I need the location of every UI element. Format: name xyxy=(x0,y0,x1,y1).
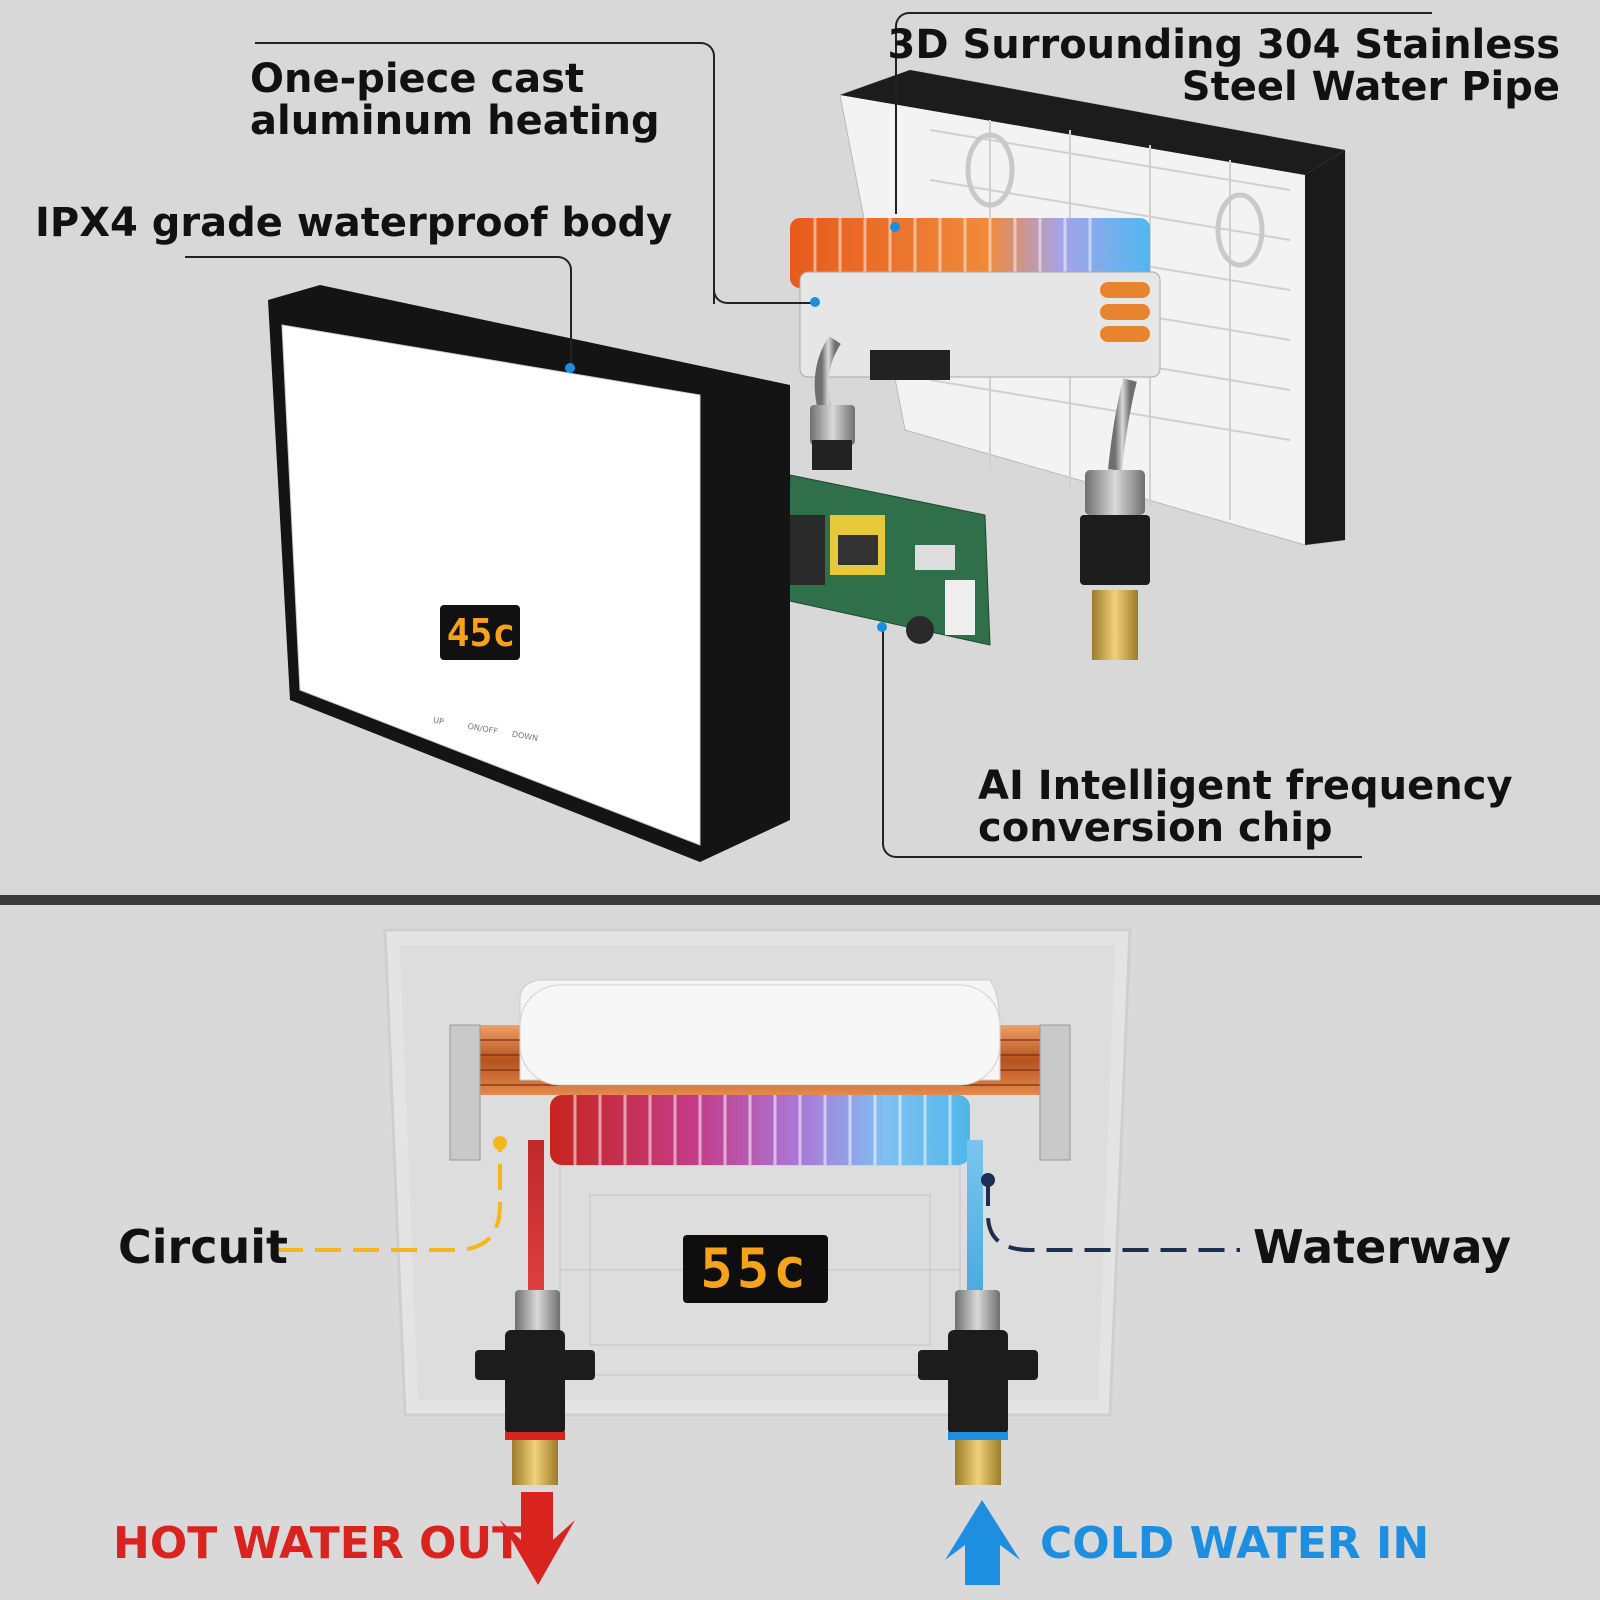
power-button[interactable]: ON/OFF xyxy=(466,721,499,736)
waterway-callout-line xyxy=(986,1180,1240,1252)
stainless-pipe-label-line1: 3D Surrounding 304 Stainless xyxy=(887,22,1561,68)
heating-label-line2: aluminum heating xyxy=(250,98,660,144)
chip-label-line1: AI Intelligent frequency xyxy=(978,763,1513,809)
arrow-down-icon xyxy=(500,1492,575,1585)
waterproof-callout-dot xyxy=(565,363,575,373)
section-divider xyxy=(0,895,1600,905)
circuit-board xyxy=(780,474,991,646)
waterproof-callout-line xyxy=(185,256,572,370)
cold-water-in-label: COLD WATER IN xyxy=(1040,1518,1430,1569)
waterway-callout-dot xyxy=(981,1173,995,1187)
circuit-callout-line xyxy=(277,1143,502,1252)
outlet-fitting-top xyxy=(810,336,855,470)
hot-pipe xyxy=(528,1140,544,1300)
hot-outlet-fitting xyxy=(475,1290,595,1485)
inlet-fitting-top xyxy=(1080,378,1150,660)
copper-pipe-assembly xyxy=(449,979,1071,1161)
up-button[interactable]: UP xyxy=(432,715,445,727)
cold-inlet-fitting xyxy=(918,1290,1038,1485)
stainless-callout-dot xyxy=(890,222,900,232)
heating-label-line1: One-piece cast xyxy=(250,56,585,102)
chip-label-line2: conversion chip xyxy=(978,805,1333,851)
chip-label: AI Intelligent frequency conversion chip xyxy=(978,765,1513,849)
heating-callout-line xyxy=(255,42,715,304)
down-button[interactable]: DOWN xyxy=(511,729,539,744)
heating-callout-line-bottom xyxy=(713,288,815,304)
stainless-pipe-label: 3D Surrounding 304 Stainless Steel Water… xyxy=(888,24,1561,108)
front-display-digits: 45c xyxy=(446,611,516,655)
waterproof-body-label: IPX4 grade waterproof body xyxy=(35,200,673,246)
stainless-callout-line xyxy=(895,12,1432,214)
hot-water-out-label: HOT WATER OUT xyxy=(113,1518,523,1569)
waterway-label: Waterway xyxy=(1253,1220,1512,1274)
heating-callout-dot xyxy=(810,297,820,307)
heating-label: One-piece cast aluminum heating xyxy=(250,58,660,142)
circuit-label: Circuit xyxy=(118,1220,288,1274)
heating-coil xyxy=(550,1095,970,1165)
inner-display xyxy=(683,1235,828,1303)
heating-block xyxy=(790,218,1161,380)
cold-pipe xyxy=(967,1140,983,1300)
stainless-pipe-label-line2: Steel Water Pipe xyxy=(1181,64,1560,110)
chip-callout-line xyxy=(882,628,1362,858)
circuit-callout-dot xyxy=(493,1136,507,1150)
arrow-up-icon xyxy=(945,1500,1020,1585)
inner-display-digits: 55c xyxy=(700,1237,810,1300)
chip-callout-dot xyxy=(877,622,887,632)
front-panel xyxy=(268,285,790,862)
